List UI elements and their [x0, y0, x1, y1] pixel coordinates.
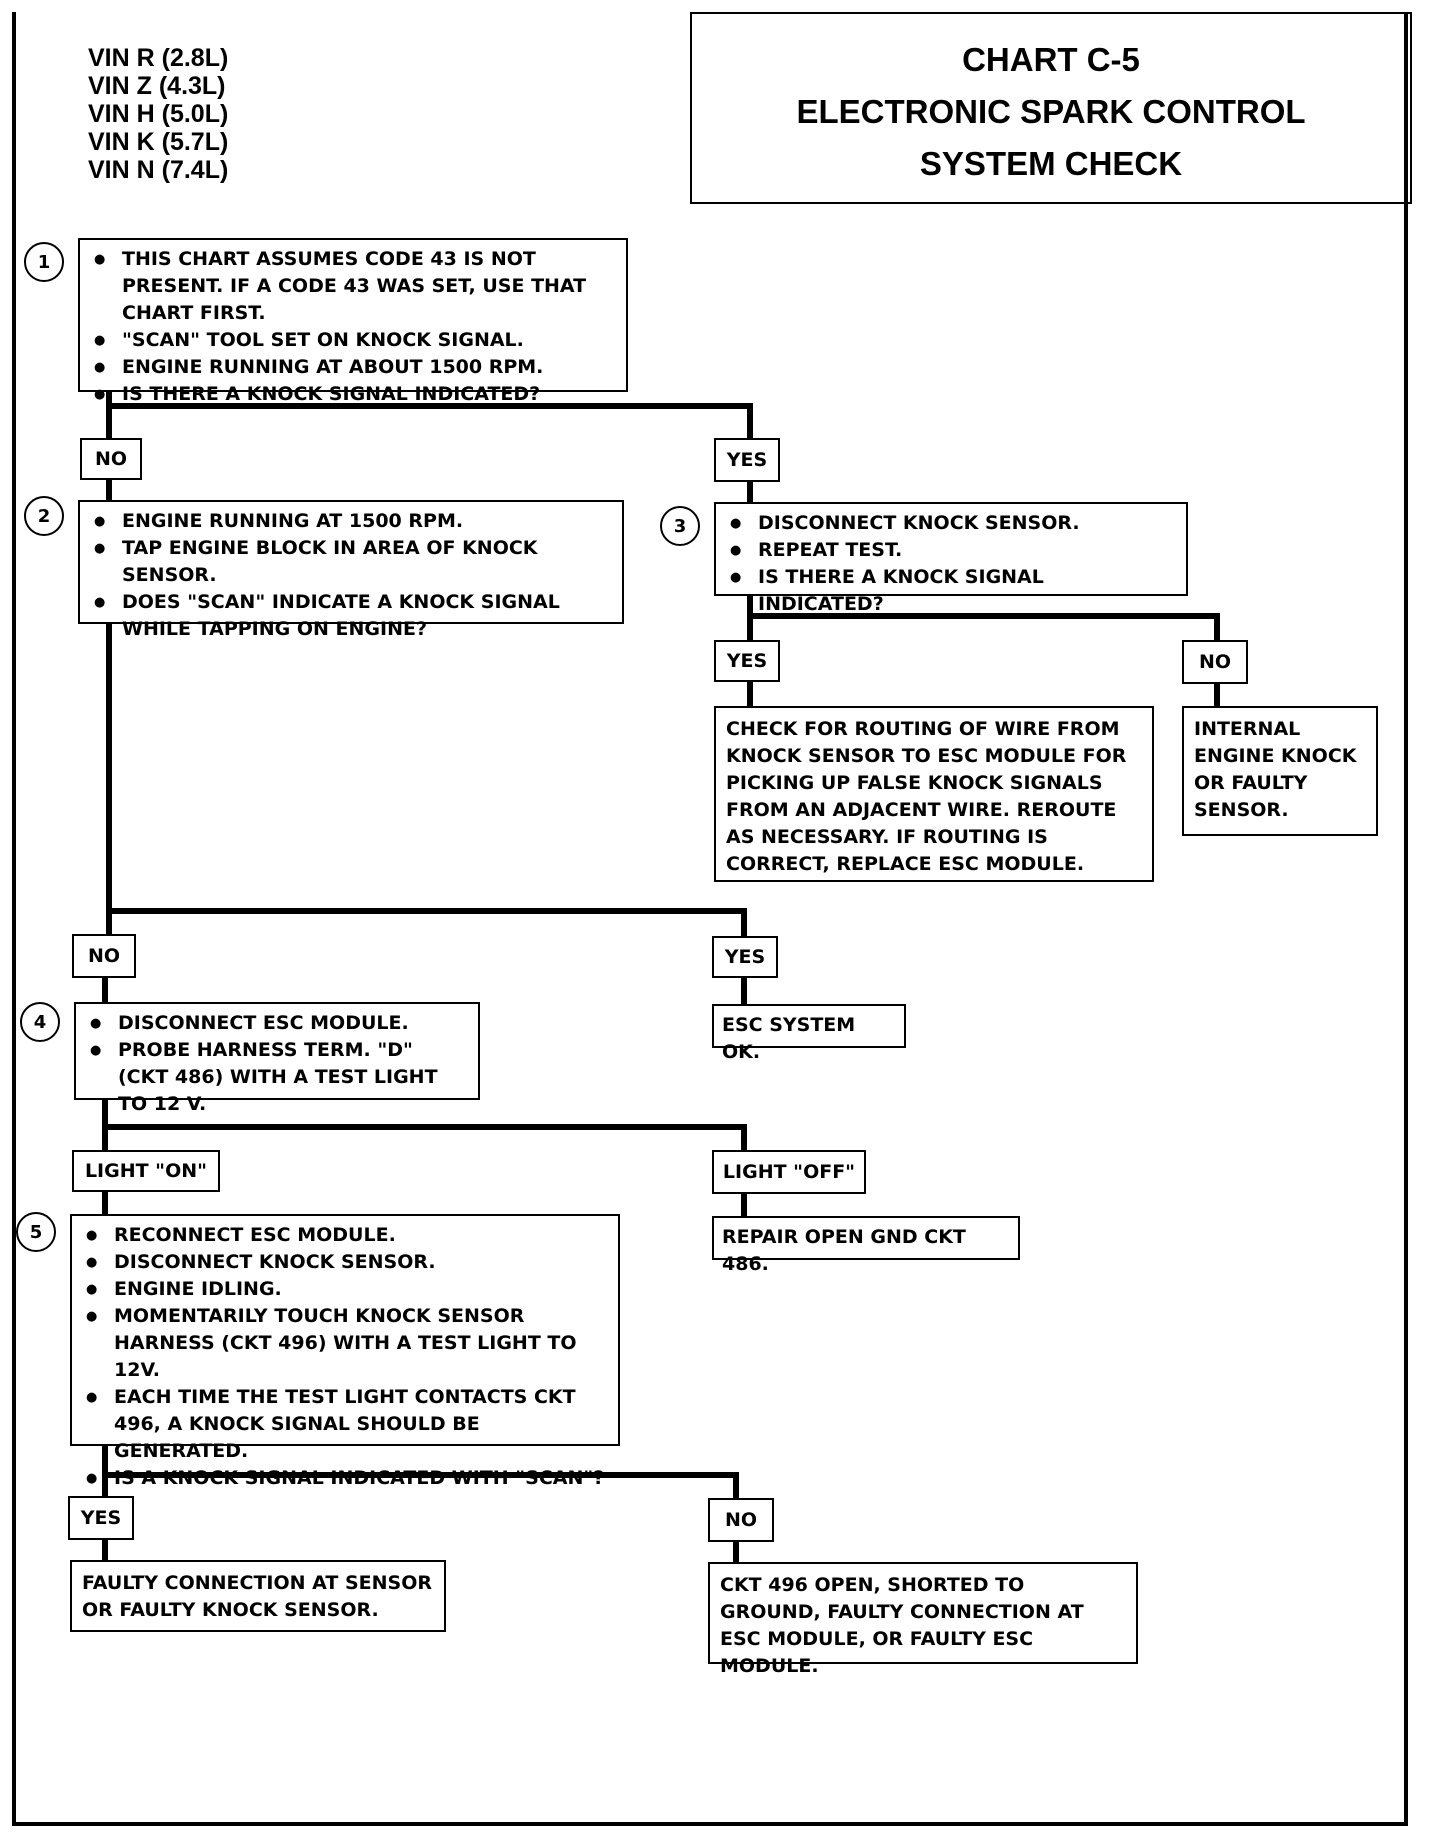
result-esc-ok: ESC SYSTEM OK.: [712, 1004, 906, 1063]
connector: [733, 1540, 739, 1564]
step-3-item: REPEAT TEST.: [726, 537, 1176, 564]
connector: [1214, 613, 1220, 643]
connector: [741, 908, 747, 940]
step-2-item: DOES "SCAN" INDICATE A KNOCK SIGNAL WHIL…: [90, 589, 612, 643]
step-1-box: THIS CHART ASSUMES CODE 43 IS NOT PRESEN…: [78, 238, 628, 408]
connector: [741, 1191, 747, 1217]
vin-list: VIN R (2.8L) VIN Z (4.3L) VIN H (5.0L) V…: [88, 44, 228, 184]
result-faulty-sensor: FAULTY CONNECTION AT SENSOR OR FAULTY KN…: [70, 1560, 446, 1632]
step-5-item: ENGINE IDLING.: [82, 1276, 608, 1303]
connector: [102, 976, 108, 1004]
label-no: NO: [80, 438, 142, 480]
step-5-item: IS A KNOCK SIGNAL INDICATED WITH "SCAN"?: [82, 1465, 608, 1492]
result-text: REPAIR OPEN GND CKT 486.: [722, 1226, 966, 1275]
step-number-5: 5: [16, 1212, 56, 1252]
result-text: CHECK FOR ROUTING OF WIRE FROM KNOCK SEN…: [726, 718, 1127, 875]
vin-item: VIN K (5.7L): [88, 128, 229, 156]
step-5-item: DISCONNECT KNOCK SENSOR.: [82, 1249, 608, 1276]
page-frame: [12, 12, 1408, 1826]
step-1-item: ENGINE RUNNING AT ABOUT 1500 RPM.: [90, 354, 616, 381]
result-check-routing: CHECK FOR ROUTING OF WIRE FROM KNOCK SEN…: [714, 706, 1154, 882]
step-5-item: EACH TIME THE TEST LIGHT CONTACTS CKT 49…: [82, 1384, 608, 1465]
label-no: NO: [708, 1498, 774, 1542]
connector: [106, 478, 112, 500]
label-no: NO: [72, 934, 136, 978]
result-text: FAULTY CONNECTION AT SENSOR OR FAULTY KN…: [82, 1572, 432, 1621]
connector: [747, 594, 753, 646]
step-number-2: 2: [24, 496, 64, 536]
connector: [102, 1124, 747, 1130]
vin-item: VIN R (2.8L): [88, 44, 229, 72]
step-5-item: RECONNECT ESC MODULE.: [82, 1222, 608, 1249]
label-yes: YES: [68, 1496, 134, 1540]
connector: [106, 392, 112, 444]
step-1-item: THIS CHART ASSUMES CODE 43 IS NOT PRESEN…: [90, 246, 616, 327]
label-light-on: LIGHT "ON": [72, 1150, 220, 1192]
connector: [747, 480, 753, 502]
step-1-item: IS THERE A KNOCK SIGNAL INDICATED?: [90, 381, 616, 408]
result-internal-knock: INTERNAL ENGINE KNOCK OR FAULTY SENSOR.: [1182, 706, 1378, 836]
step-5-item: MOMENTARILY TOUCH KNOCK SENSOR HARNESS (…: [82, 1303, 608, 1384]
vin-item: VIN H (5.0L): [88, 100, 229, 128]
step-2-item: TAP ENGINE BLOCK IN AREA OF KNOCK SENSOR…: [90, 535, 612, 589]
label-light-off: LIGHT "OFF": [712, 1150, 866, 1194]
label-yes: YES: [714, 438, 780, 482]
result-text: ESC SYSTEM OK.: [722, 1014, 856, 1063]
chart-subtitle: SYSTEM CHECK: [919, 145, 1183, 182]
step-number-3: 3: [660, 506, 700, 546]
step-5-box: RECONNECT ESC MODULE. DISCONNECT KNOCK S…: [70, 1214, 620, 1492]
connector: [741, 1124, 747, 1154]
connector: [747, 403, 753, 443]
connector: [102, 1189, 108, 1215]
step-2-box: ENGINE RUNNING AT 1500 RPM. TAP ENGINE B…: [78, 500, 624, 640]
connector: [102, 1538, 108, 1562]
label-yes: YES: [714, 640, 780, 682]
step-4-item: DISCONNECT ESC MODULE.: [86, 1010, 468, 1037]
connector: [1214, 682, 1220, 706]
result-text: INTERNAL ENGINE KNOCK OR FAULTY SENSOR.: [1194, 718, 1357, 821]
chart-title: ELECTRONIC SPARK CONTROL: [796, 93, 1306, 130]
result-repair-gnd: REPAIR OPEN GND CKT 486.: [712, 1216, 1020, 1275]
connector: [106, 908, 747, 914]
step-number-1: 1: [24, 242, 64, 282]
step-3-item: DISCONNECT KNOCK SENSOR.: [726, 510, 1176, 537]
vin-item: VIN Z (4.3L): [88, 72, 226, 100]
chart-title-box: CHART C-5 ELECTRONIC SPARK CONTROL SYSTE…: [690, 12, 1412, 204]
connector: [733, 1472, 739, 1500]
label-no: NO: [1182, 640, 1248, 684]
step-3-box: DISCONNECT KNOCK SENSOR. REPEAT TEST. IS…: [714, 502, 1188, 615]
step-1-item: "SCAN" TOOL SET ON KNOCK SIGNAL.: [90, 327, 616, 354]
label-yes: YES: [712, 936, 778, 978]
step-number-4: 4: [20, 1002, 60, 1042]
connector: [741, 976, 747, 1004]
chart-number: CHART C-5: [962, 41, 1140, 78]
connector: [106, 623, 112, 941]
step-3-item: IS THERE A KNOCK SIGNAL INDICATED?: [726, 564, 1176, 618]
vin-item: VIN N (7.4L): [88, 156, 229, 184]
step-4-box: DISCONNECT ESC MODULE. PROBE HARNESS TER…: [74, 1002, 480, 1115]
result-text: CKT 496 OPEN, SHORTED TO GROUND, FAULTY …: [720, 1574, 1084, 1677]
result-ckt-496: CKT 496 OPEN, SHORTED TO GROUND, FAULTY …: [708, 1562, 1138, 1677]
step-4-item: PROBE HARNESS TERM. "D" (CKT 486) WITH A…: [86, 1037, 468, 1118]
connector: [747, 680, 753, 706]
step-2-item: ENGINE RUNNING AT 1500 RPM.: [90, 508, 612, 535]
